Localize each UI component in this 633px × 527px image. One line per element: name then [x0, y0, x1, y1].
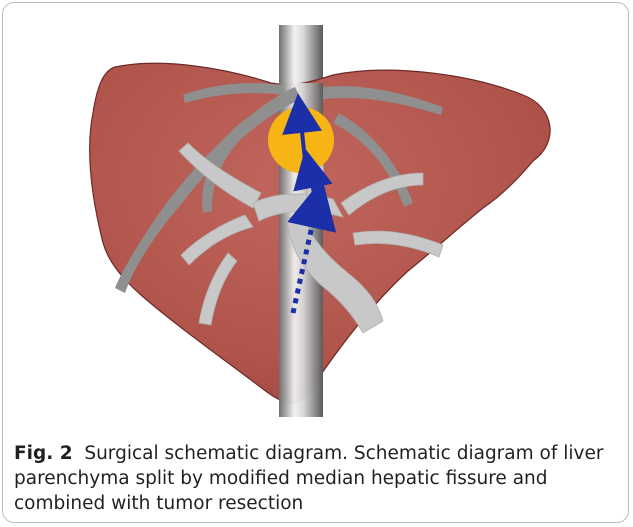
figure-panel: Fig. 2 Surgical schematic diagram. Schem… [2, 2, 629, 523]
figure-caption: Fig. 2 Surgical schematic diagram. Schem… [14, 441, 614, 516]
figure-caption-label: Fig. 2 [14, 443, 73, 464]
figure-caption-text: Surgical schematic diagram. Schematic di… [14, 443, 603, 514]
surgical-schematic-diagram [3, 3, 629, 438]
